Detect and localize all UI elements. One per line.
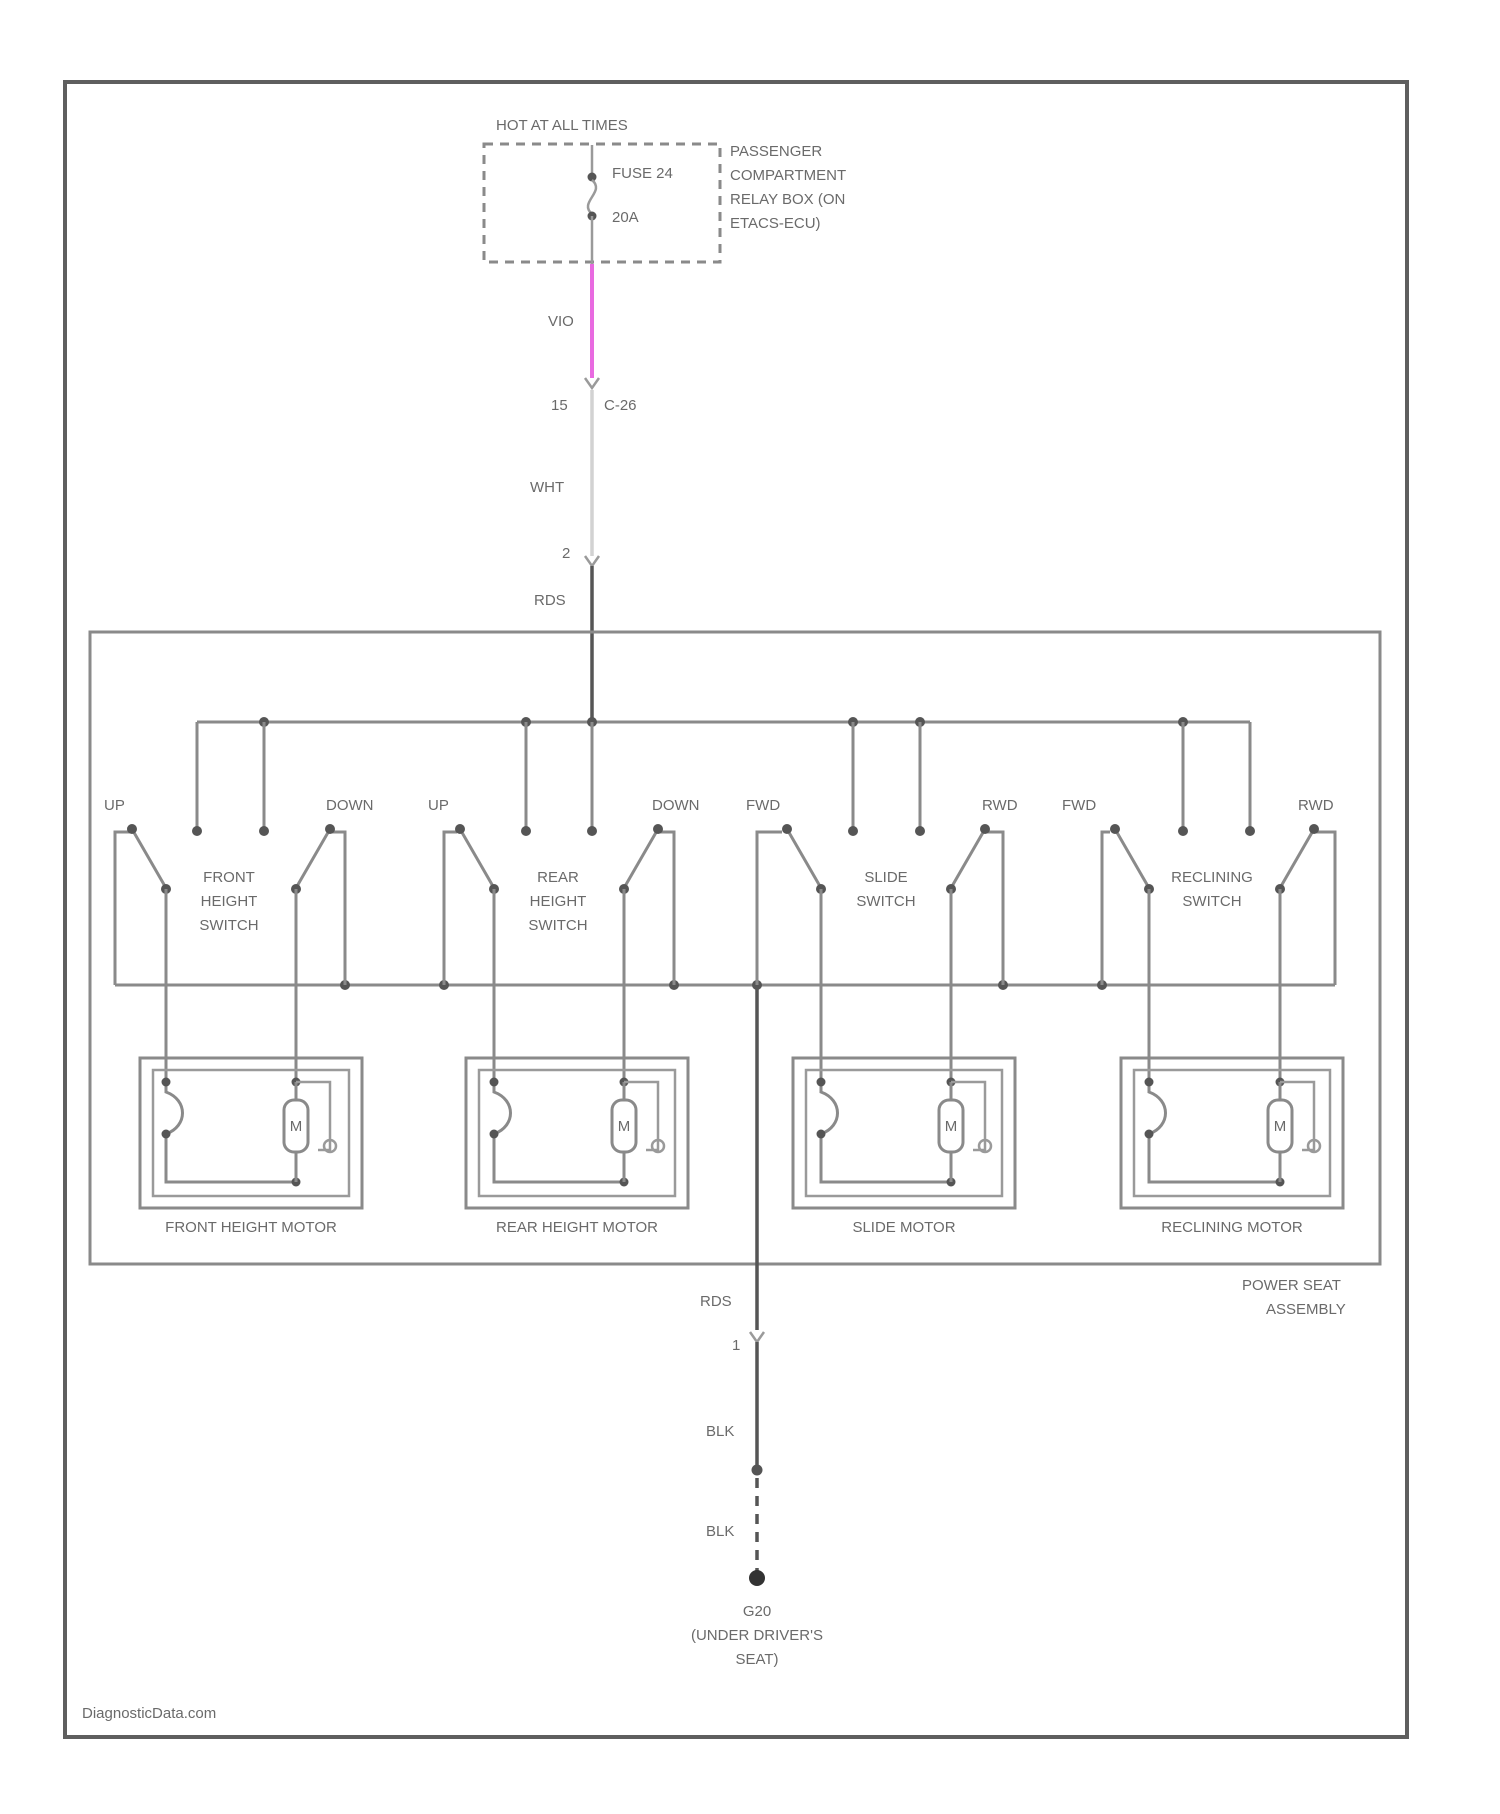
switch-4-name-2: SWITCH	[1182, 893, 1241, 910]
connector-2-icon	[585, 556, 599, 566]
circuit-breaker-icon	[166, 1082, 296, 1182]
vio-wire-label: VIO	[548, 313, 574, 330]
switch-3-right-dir: RWD	[982, 797, 1018, 814]
connector-c26-pin: 15	[551, 397, 568, 414]
watermark: DiagnosticData.com	[82, 1705, 216, 1722]
relay-box-label-3: RELAY BOX (ON	[730, 191, 845, 208]
ground-icon	[749, 1570, 765, 1586]
switch-2-name-1: REAR	[537, 869, 579, 886]
switch-1-left-dir: UP	[104, 797, 125, 814]
wht-wire-label: WHT	[530, 479, 564, 496]
connector-2-pin: 2	[562, 545, 570, 562]
slide-motor: M	[793, 1058, 1015, 1208]
relay-box-label-2: COMPARTMENT	[730, 167, 846, 184]
motor-4-label: RECLINING MOTOR	[1161, 1219, 1303, 1236]
switch-4-name-1: RECLINING	[1171, 869, 1253, 886]
ground-location-1: (UNDER DRIVER'S	[691, 1627, 823, 1644]
assembly-label-2: ASSEMBLY	[1266, 1301, 1346, 1318]
rds-wire-label: RDS	[534, 592, 566, 609]
fuse-name: FUSE 24	[612, 165, 673, 182]
circuit-breaker-icon	[1149, 1082, 1280, 1182]
switch-1-right-dir: DOWN	[326, 797, 374, 814]
motor-1-label: FRONT HEIGHT MOTOR	[165, 1219, 337, 1236]
switch-3-name-1: SLIDE	[864, 869, 907, 886]
circuit-breaker-icon	[821, 1082, 951, 1182]
power-seat-assembly-box	[90, 632, 1380, 1264]
switch-1-name-3: SWITCH	[199, 917, 258, 934]
hot-at-all-times-label: HOT AT ALL TIMES	[496, 117, 628, 134]
connector-c26-name: C-26	[604, 397, 637, 414]
fuse-rating: 20A	[612, 209, 639, 226]
connector-1-icon	[750, 1332, 764, 1342]
slide-switch	[757, 824, 1003, 1082]
reclining-motor: M	[1121, 1058, 1343, 1208]
ground-location-2: SEAT)	[735, 1651, 778, 1668]
switch-3-name-2: SWITCH	[856, 893, 915, 910]
switch-1-name-1: FRONT	[203, 869, 255, 886]
ground-blk-label-2: BLK	[706, 1523, 734, 1540]
switch-3-left-dir: FWD	[746, 797, 780, 814]
motor-2-label: REAR HEIGHT MOTOR	[496, 1219, 658, 1236]
switch-2-name-3: SWITCH	[528, 917, 587, 934]
relay-box-label-1: PASSENGER	[730, 143, 822, 160]
switch-1-name-2: HEIGHT	[201, 893, 258, 910]
circuit-breaker-icon	[494, 1082, 624, 1182]
connector-1-pin: 1	[732, 1337, 740, 1354]
front-height-switch	[115, 824, 345, 1082]
switch-2-name-2: HEIGHT	[530, 893, 587, 910]
rear-height-motor: M	[466, 1058, 688, 1208]
switch-4-left-dir: FWD	[1062, 797, 1096, 814]
switch-2-left-dir: UP	[428, 797, 449, 814]
fuse-icon	[588, 180, 596, 214]
motor-2-symbol: M	[618, 1118, 631, 1135]
motor-4-symbol: M	[1274, 1118, 1287, 1135]
relay-box-outline	[484, 144, 720, 262]
ground-name: G20	[743, 1603, 771, 1620]
switch-4-right-dir: RWD	[1298, 797, 1334, 814]
switch-2-right-dir: DOWN	[652, 797, 700, 814]
relay-box-label-4: ETACS-ECU)	[730, 215, 821, 232]
motor-1-symbol: M	[290, 1118, 303, 1135]
reclining-switch	[1102, 824, 1335, 1082]
rear-height-switch	[444, 824, 674, 1082]
connector-c26-icon	[585, 378, 599, 388]
ground-rds-label: RDS	[700, 1293, 732, 1310]
motor-3-label: SLIDE MOTOR	[852, 1219, 955, 1236]
assembly-label-1: POWER SEAT	[1242, 1277, 1341, 1294]
ground-blk-label-1: BLK	[706, 1423, 734, 1440]
motor-3-symbol: M	[945, 1118, 958, 1135]
front-height-motor: M	[140, 1058, 362, 1208]
